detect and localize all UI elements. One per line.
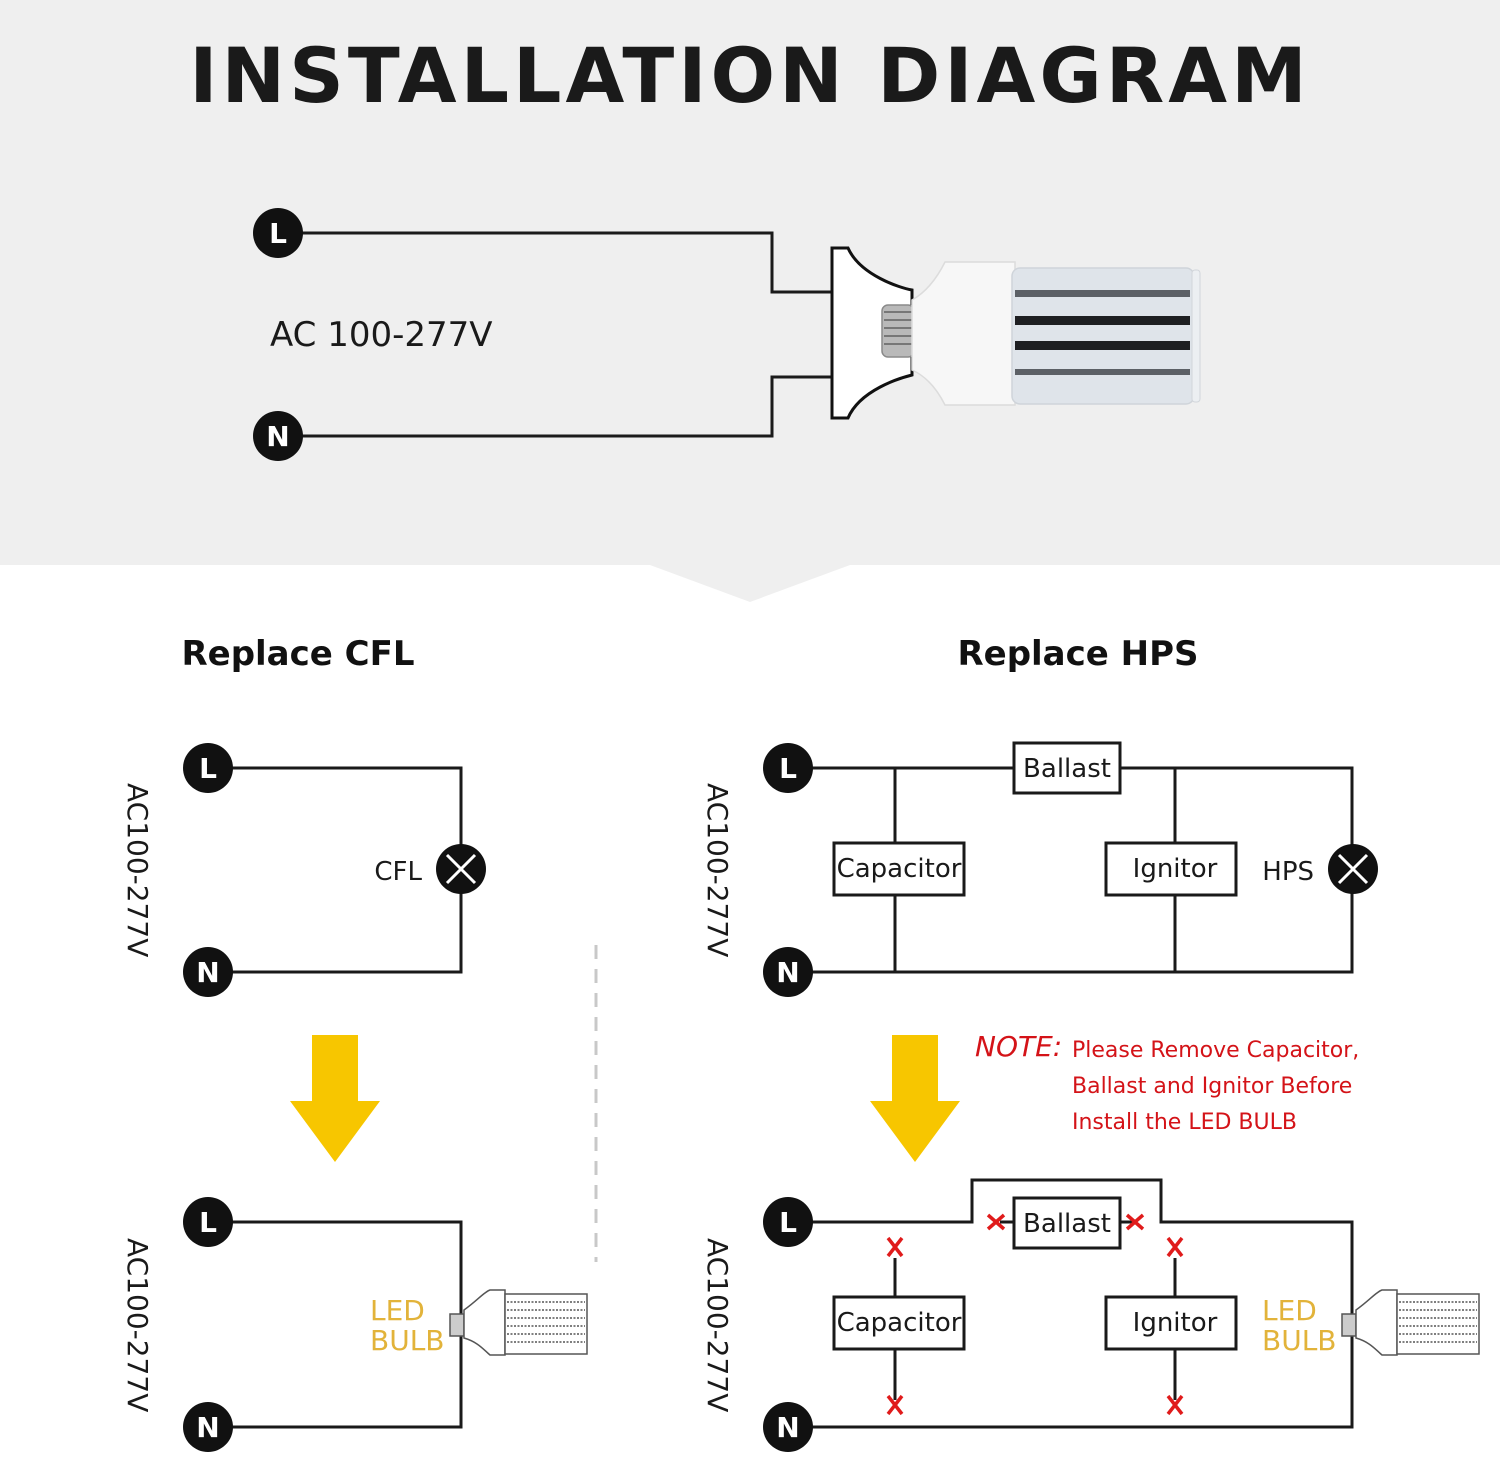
replace-cfl-heading: Replace CFL: [181, 634, 414, 674]
led-bulb-sketch-icon: [1341, 1289, 1480, 1356]
terminal-live: [763, 1197, 813, 1247]
capacitor-label: Capacitor: [837, 854, 962, 884]
page-title: INSTALLATION DIAGRAM: [189, 31, 1310, 120]
capacitor-label: Capacitor: [837, 1308, 962, 1338]
remove-x-icon: [1166, 1394, 1184, 1416]
terminal-neutral-label: N: [196, 956, 219, 989]
terminal-neutral: [183, 947, 233, 997]
ballast-box: [1012, 741, 1122, 795]
terminal-live-label: L: [779, 1206, 797, 1239]
terminal-neutral: [763, 947, 813, 997]
led-bulb-sketch-icon: [449, 1289, 588, 1356]
hps-before-diagram: Ballast Capacitor Ignitor L N HPS AC100-…: [701, 741, 1378, 997]
cfl-label: CFL: [374, 857, 422, 887]
terminal-neutral: [183, 1402, 233, 1452]
voltage-label: AC100-277V: [121, 783, 154, 957]
voltage-label: AC100-277V: [701, 783, 734, 957]
replace-hps-heading: Replace HPS: [957, 634, 1198, 674]
capacitor-box: [832, 841, 966, 897]
terminal-live-label: L: [199, 1206, 217, 1239]
voltage-label: AC100-277V: [701, 1238, 734, 1412]
terminal-live-label: L: [199, 752, 217, 785]
voltage-label: AC100-277V: [121, 1238, 154, 1412]
hps-label: HPS: [1262, 857, 1314, 887]
ignitor-box: [1104, 1295, 1238, 1351]
led-bulb-label-line1: LED: [1262, 1294, 1317, 1327]
terminal-neutral-label: N: [776, 956, 799, 989]
down-arrow-icon: [870, 1035, 960, 1162]
terminal-live: [183, 743, 233, 793]
cfl-circuit-wire: [208, 766, 463, 974]
terminal-neutral-label: N: [266, 420, 289, 453]
ignitor-label: Ignitor: [1133, 1308, 1218, 1338]
led-bulb-label-line2: BULB: [370, 1324, 445, 1357]
terminal-neutral: [253, 411, 303, 461]
removal-note: NOTE: Please Remove Capacitor, Ballast a…: [975, 1030, 1359, 1135]
ignitor-box: [1104, 841, 1238, 897]
cfl-after-diagram: L N LED BULB AC100-277V: [121, 1197, 588, 1452]
terminal-neutral-label: N: [196, 1411, 219, 1444]
remove-x-icon: [1166, 1236, 1184, 1258]
capacitor-box: [832, 1295, 966, 1351]
note-line-1: Please Remove Capacitor,: [1072, 1038, 1359, 1063]
socket-icon: [830, 246, 914, 420]
remove-x-icon: [886, 1394, 904, 1416]
remove-marks: [886, 1213, 1184, 1416]
terminal-live: [763, 743, 813, 793]
terminal-neutral-label: N: [776, 1411, 799, 1444]
ballast-label: Ballast: [1023, 754, 1111, 784]
terminal-live: [183, 1197, 233, 1247]
led-bulb-label-line1: LED: [370, 1294, 425, 1327]
top-background: [0, 0, 1500, 602]
cfl-before-diagram: L N CFL AC100-277V: [121, 743, 486, 997]
note-line-2: Ballast and Ignitor Before: [1072, 1074, 1352, 1099]
top-wiring-diagram: L N AC 100-277V: [253, 208, 1201, 461]
down-arrow-icon: [290, 1035, 380, 1162]
lamp-symbol-icon: [1328, 844, 1378, 894]
terminal-live-label: L: [269, 217, 287, 250]
terminal-neutral: [763, 1402, 813, 1452]
ignitor-label: Ignitor: [1133, 854, 1218, 884]
remove-x-icon: [986, 1213, 1006, 1231]
corn-led-bulb-icon: [881, 261, 1201, 406]
led-bulb-label-line2: BULB: [1262, 1324, 1337, 1357]
lamp-symbol-icon: [436, 844, 486, 894]
note-line-3: Install the LED BULB: [1072, 1110, 1297, 1135]
neutral-wire: [278, 375, 832, 438]
terminal-live: [253, 208, 303, 258]
remove-x-icon: [886, 1236, 904, 1258]
live-wire: [278, 231, 832, 294]
terminal-live-label: L: [779, 752, 797, 785]
voltage-label: AC 100-277V: [270, 315, 493, 355]
note-heading: NOTE:: [975, 1030, 1062, 1063]
ballast-label: Ballast: [1023, 1209, 1111, 1239]
hps-after-diagram: Ballast Capacitor Ignitor L N LED BULB A…: [701, 1178, 1480, 1452]
remove-x-icon: [1125, 1213, 1145, 1231]
